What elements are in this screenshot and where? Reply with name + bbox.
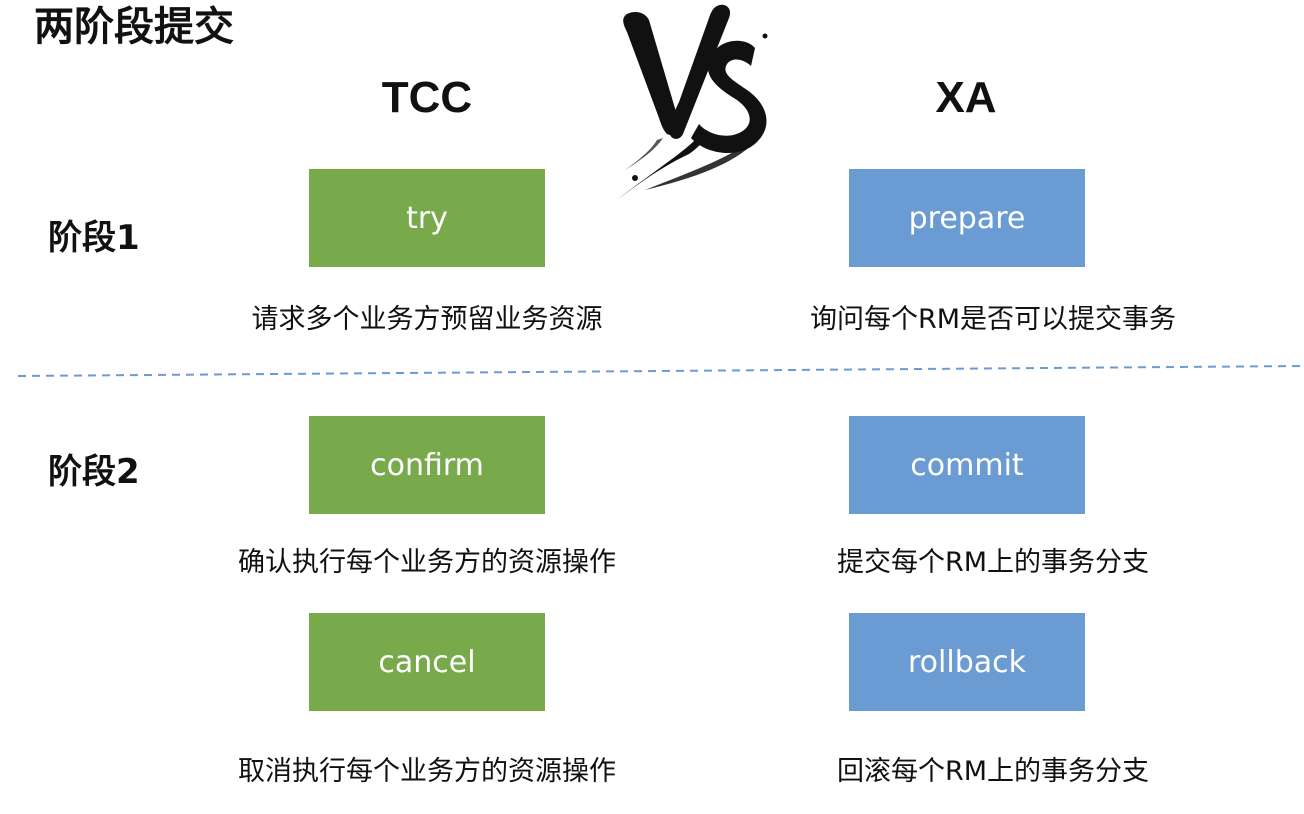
tcc-try-description: 请求多个业务方预留业务资源: [251, 304, 603, 335]
tcc-try-box[interactable]: try: [309, 169, 545, 267]
tcc-cancel-box[interactable]: cancel: [309, 613, 545, 711]
phase-2-label: 阶段2: [48, 452, 140, 492]
xa-prepare-description: 询问每个RM是否可以提交事务: [809, 304, 1177, 335]
xa-rollback-box[interactable]: rollback: [849, 613, 1085, 711]
vs-brush-logo: [617, 4, 768, 200]
xa-rollback-description: 回滚每个RM上的事务分支: [836, 756, 1150, 787]
phase-1-label: 阶段1: [48, 218, 140, 258]
page-title: 两阶段提交: [34, 4, 234, 50]
tcc-confirm-box[interactable]: confirm: [309, 416, 545, 514]
xa-commit-description: 提交每个RM上的事务分支: [836, 547, 1150, 578]
xa-prepare-box[interactable]: prepare: [849, 169, 1085, 267]
tcc-cancel-description: 取消执行每个业务方的资源操作: [238, 756, 616, 787]
phase-divider: [18, 365, 1304, 377]
xa-column-header: XA: [935, 73, 997, 122]
tcc-confirm-description: 确认执行每个业务方的资源操作: [238, 547, 616, 578]
tcc-column-header: TCC: [381, 73, 473, 122]
xa-commit-box[interactable]: commit: [849, 416, 1085, 514]
